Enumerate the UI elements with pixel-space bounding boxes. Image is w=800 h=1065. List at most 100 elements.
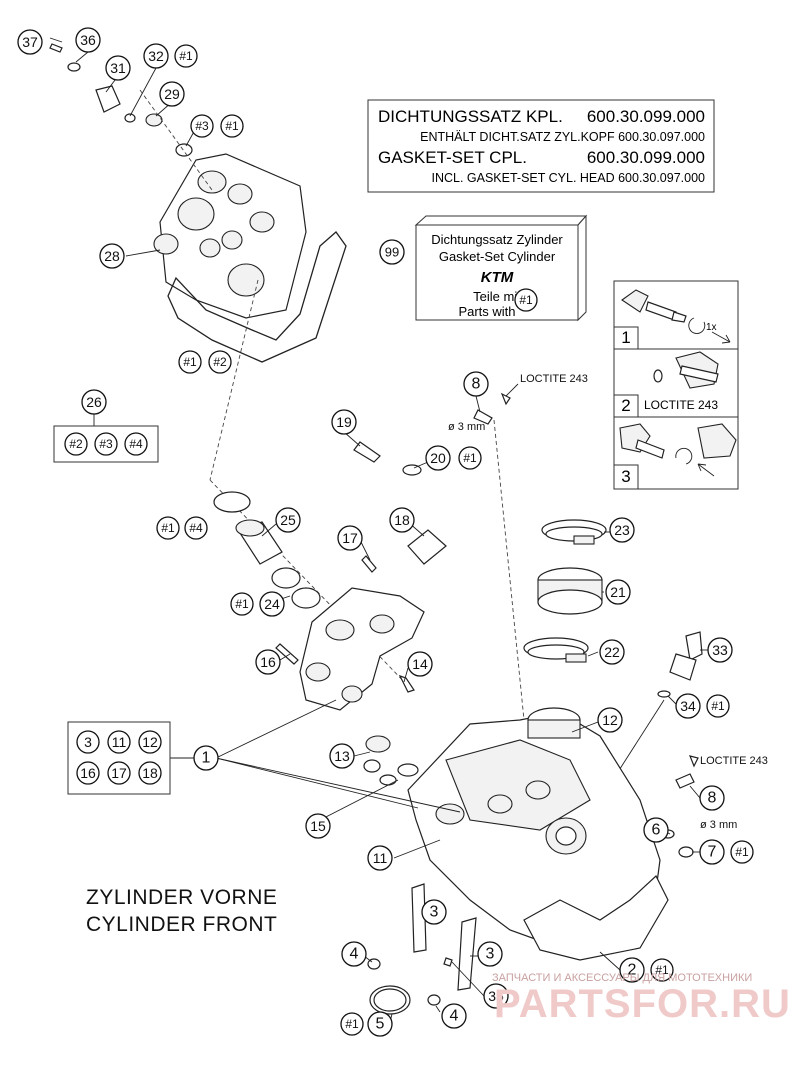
callout-c31: 31 xyxy=(105,55,131,81)
gasket-line3-number: 600.30.099.000 xyxy=(587,148,705,167)
small-parts-top xyxy=(49,43,213,191)
intake-flange-parts xyxy=(523,519,607,663)
svg-text:#1: #1 xyxy=(183,355,197,369)
svg-text:8: 8 xyxy=(708,790,717,807)
callout-ch1d: #1 xyxy=(156,516,180,540)
svg-text:34: 34 xyxy=(680,698,696,714)
callout-ch1g: #1 xyxy=(730,840,754,864)
svg-text:12: 12 xyxy=(142,734,158,750)
gasket-line1-label: DICHTUNGSSATZ KPL. xyxy=(378,107,563,126)
callout-ch1e: #1 xyxy=(230,592,254,616)
kit-line4: Parts with xyxy=(458,304,515,319)
svg-text:#4: #4 xyxy=(189,521,203,535)
step-2-number: 2 xyxy=(621,396,630,415)
svg-text:18: 18 xyxy=(142,765,158,781)
callout-ch3: #3 xyxy=(190,114,214,138)
svg-text:35: 35 xyxy=(488,988,504,1004)
step-1-number: 1 xyxy=(621,328,630,347)
svg-text:12: 12 xyxy=(602,712,618,728)
svg-text:17: 17 xyxy=(111,765,127,781)
callout-c14: 14 xyxy=(407,651,433,677)
callout-ch1h: #1 xyxy=(650,958,674,982)
callout-99: 99 xyxy=(379,239,405,265)
svg-text:#4: #4 xyxy=(129,437,143,451)
svg-text:#1: #1 xyxy=(655,963,669,977)
svg-text:15: 15 xyxy=(310,818,326,834)
callout-c7: 7 xyxy=(699,839,725,865)
callout-ch1c: #1 xyxy=(458,446,482,470)
diameter-note-right: ø 3 mm xyxy=(700,819,737,831)
callout-c16: 16 xyxy=(255,649,281,675)
svg-text:37: 37 xyxy=(22,34,38,50)
watermark-logo: PARTSFOR.RU xyxy=(494,982,791,1026)
kit-line2: Gasket-Set Cylinder xyxy=(439,249,556,264)
svg-text:11: 11 xyxy=(373,850,388,866)
callout-c17: 17 xyxy=(337,525,363,551)
svg-text:3: 3 xyxy=(84,734,92,750)
callout-c8b: 8 xyxy=(699,785,725,811)
gasket-line1-number: 600.30.099.000 xyxy=(587,107,705,126)
callout-group1-11: 11 xyxy=(107,730,131,754)
small-parts-mid xyxy=(353,392,525,721)
callout-group1-12: 12 xyxy=(138,730,162,754)
gasket-line4: INCL. GASKET-SET CYL. HEAD 600.30.097.00… xyxy=(431,171,705,185)
svg-text:29: 29 xyxy=(164,86,180,102)
step-1-mark: 1x xyxy=(706,322,717,333)
callout-c32: 32 xyxy=(143,43,169,69)
callout-ch1a: #1 xyxy=(220,114,244,138)
callout-ch1f: #1 xyxy=(706,694,730,718)
step-3-number: 3 xyxy=(621,467,630,486)
svg-text:99: 99 xyxy=(385,245,399,260)
callout-c8a: 8 xyxy=(463,371,489,397)
kit-line3: Teile mit xyxy=(473,289,521,304)
step-1-sensor-art xyxy=(621,289,731,344)
svg-text:28: 28 xyxy=(104,248,120,264)
callout-ch1b: #1 xyxy=(178,350,202,374)
diagram-title-en: CYLINDER FRONT xyxy=(86,913,278,936)
cylinder-head xyxy=(407,707,669,961)
callout-c22: 22 xyxy=(599,639,625,665)
callout-c15: 15 xyxy=(305,813,331,839)
svg-text:4: 4 xyxy=(350,946,359,963)
step-panels: 1 2 3 1x LOCTITE 243 xyxy=(613,280,739,490)
callout-c20: 20 xyxy=(425,445,451,471)
ktm-logo: KTM xyxy=(481,269,514,286)
loctite-note-right: LOCTITE 243 ø 3 mm xyxy=(700,755,768,831)
callout-c32h1: #1 xyxy=(174,44,198,68)
callout-c1: 1 xyxy=(193,745,219,771)
callout-c19: 19 xyxy=(331,409,357,435)
step-2-sensor-art xyxy=(653,351,719,389)
valve-cover xyxy=(153,153,307,319)
svg-text:6: 6 xyxy=(652,822,661,839)
callout-ch2b: #2 xyxy=(208,350,232,374)
valve-cover-gasket xyxy=(167,231,347,363)
svg-text:#1: #1 xyxy=(345,1017,359,1031)
callout-group26-2: #3 xyxy=(94,432,118,456)
plug-tube-seals xyxy=(213,491,321,609)
svg-text:22: 22 xyxy=(604,644,620,660)
svg-text:#1: #1 xyxy=(161,521,175,535)
svg-text:2: 2 xyxy=(628,962,637,979)
svg-text:24: 24 xyxy=(264,596,280,612)
svg-text:5: 5 xyxy=(376,1016,385,1033)
svg-text:21: 21 xyxy=(610,584,626,600)
svg-text:32: 32 xyxy=(148,48,164,64)
svg-text:1: 1 xyxy=(202,750,211,767)
gasket-set-box: DICHTUNGSSATZ KPL. 600.30.099.000 ENTHÄL… xyxy=(367,99,715,193)
callout-c33: 33 xyxy=(707,637,733,663)
callout-c25: 25 xyxy=(275,507,301,533)
svg-text:4: 4 xyxy=(450,1008,459,1025)
svg-text:#1: #1 xyxy=(463,451,477,465)
callout-c36: 36 xyxy=(75,27,101,53)
svg-text:#2: #2 xyxy=(69,437,83,451)
callout-c13: 13 xyxy=(329,743,355,769)
callout-group1-3: 3 xyxy=(76,730,100,754)
callout-c24: 24 xyxy=(259,591,285,617)
callout-c11: 11 xyxy=(367,845,393,871)
svg-text:3: 3 xyxy=(430,904,439,921)
svg-text:LOCTITE 243: LOCTITE 243 xyxy=(520,373,588,385)
callout-c12: 12 xyxy=(597,707,623,733)
svg-text:33: 33 xyxy=(712,642,728,658)
